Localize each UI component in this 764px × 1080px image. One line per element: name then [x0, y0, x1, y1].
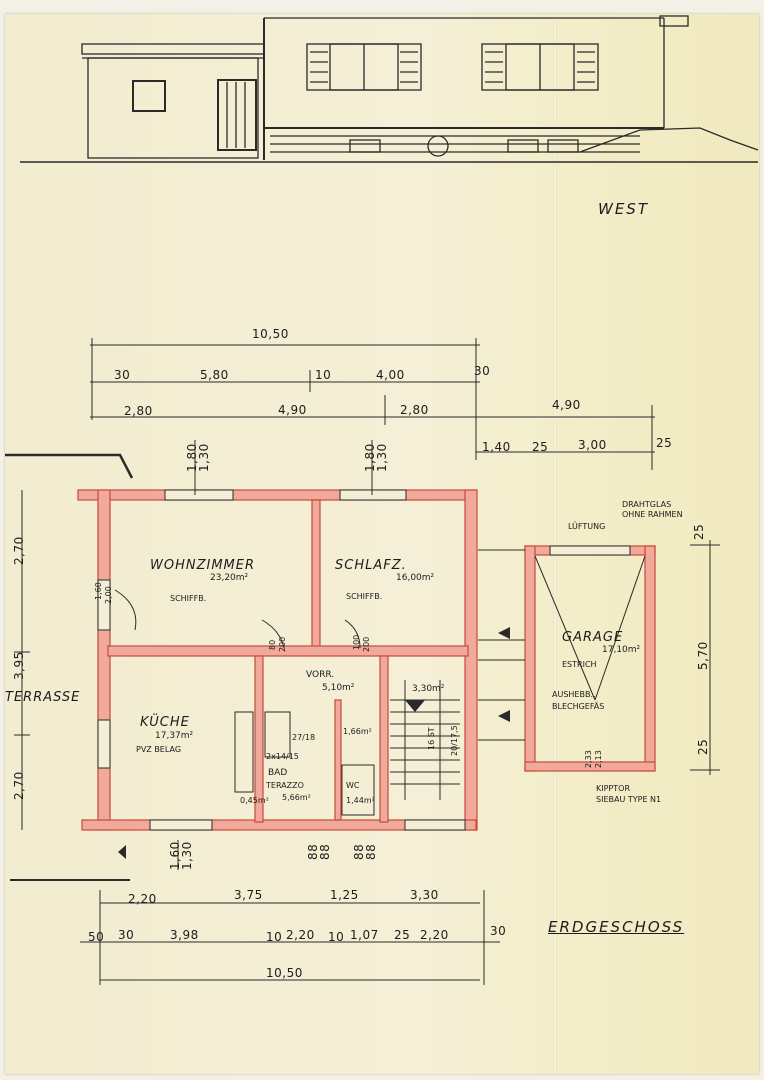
room-kueche-floor: PVZ BELAG — [136, 745, 182, 754]
dim-top-r2-4: 30 — [474, 364, 491, 378]
dim-bot-r2-2: 3,98 — [170, 928, 199, 942]
room-schlafz-floor: SCHIFFB. — [346, 592, 383, 601]
dim-garage-3: 25 — [656, 436, 673, 450]
note-draht: DRAHTGLAS — [622, 500, 672, 509]
direction-arrows — [118, 627, 510, 859]
note-small1: 27/18 — [292, 733, 316, 742]
dim-total-bottom: 10,50 — [266, 966, 303, 980]
dim-win-3: 1,30 — [375, 443, 389, 472]
room-wc-name: WC — [346, 781, 360, 790]
note-small2: 2x14/15 — [266, 752, 299, 761]
dim-bot-r2-3: 10 — [266, 930, 283, 944]
room-garage-floor: ESTRICH — [562, 660, 597, 669]
room-bad-floor: TERAZZO — [266, 781, 304, 790]
dim-top-r2-2: 10 — [315, 368, 332, 382]
dim-bot-win-5: 88 — [364, 843, 378, 860]
dim-win-1: 1,30 — [197, 443, 211, 472]
dimension-lines — [5, 338, 720, 985]
dim-bot-r1-1: 3,75 — [234, 888, 263, 902]
room-garage-name: GARAGE — [562, 630, 624, 645]
dim-left-0: 2,70 — [12, 536, 26, 565]
note-ohne: OHNE RAHMEN — [622, 510, 683, 519]
walls — [77, 489, 656, 831]
dim-top-r3-2: 2,80 — [400, 403, 429, 417]
note-small4: 1,44m² — [346, 796, 375, 805]
elevation-label: WEST — [598, 200, 649, 218]
note-small3: 0,45m² — [240, 796, 269, 805]
room-wohnzimmer-area: 23,20m² — [210, 573, 249, 583]
dim-top-r3-3: 4,90 — [552, 398, 581, 412]
dim-top-r3-0: 2,80 — [124, 404, 153, 418]
dim-bot-r2-5: 10 — [328, 930, 345, 944]
note-d4: 200 — [362, 636, 371, 652]
dim-bot-r2-9: 30 — [490, 924, 507, 938]
paper-fold — [553, 14, 557, 1074]
dim-right-1: 5,70 — [696, 641, 710, 670]
dim-bot-r2-7: 25 — [394, 928, 411, 942]
dim-bot-r1-2: 1,25 — [330, 888, 359, 902]
dim-top-r2-1: 5,80 — [200, 368, 229, 382]
room-garage-note2: BLECHGEFÄS — [552, 702, 605, 711]
room-garage-area: 17,10m² — [602, 645, 641, 655]
room-schlafz-area: 16,00m² — [396, 573, 435, 583]
dim-top-r3-1: 4,90 — [278, 403, 307, 417]
note-kipptor: KIPPTOR — [596, 784, 630, 793]
room-kueche-name: KÜCHE — [140, 715, 190, 730]
dim-bot-r2-8: 2,20 — [420, 928, 449, 942]
room-terrasse-name: TERRASSE — [5, 690, 81, 705]
dim-bot-r2-1: 30 — [118, 928, 135, 942]
dim-garage-0: 1,40 — [482, 440, 511, 454]
dim-bot-win-1: 1,30 — [180, 841, 194, 870]
dim-top-r2-0: 30 — [114, 368, 131, 382]
dim-bot-r1-3: 3,30 — [410, 888, 439, 902]
dim-garage-2: 3,00 — [578, 438, 607, 452]
note-stair2: 20/17,5 — [450, 725, 459, 756]
note-d8: 2,00 — [104, 586, 113, 604]
note-d7: 1,60 — [94, 582, 103, 600]
dim-top-r2-3: 4,00 — [376, 368, 405, 382]
note-d5: 2,33 — [584, 750, 593, 768]
room-stair-area: 3,30m² — [412, 684, 445, 694]
paper — [5, 14, 759, 1074]
dim-bot-win-3: 88 — [318, 843, 332, 860]
west-elevation — [20, 15, 759, 163]
dim-bot-r2-6: 1,07 — [350, 928, 379, 942]
room-wohnzimmer-floor: SCHIFFB. — [170, 594, 207, 603]
dim-left-2: 2,70 — [12, 771, 26, 800]
note-siebau: SIEBAU TYPE N1 — [596, 795, 662, 804]
note-d1: 80 — [268, 639, 277, 650]
note-d3: 100 — [352, 634, 361, 650]
room-garage-note1: AUSHEBB., — [552, 690, 596, 699]
dim-left-1: 3,95 — [12, 651, 26, 680]
note-stair: 16 ST — [427, 727, 436, 750]
room-wc-area: 1,66m² — [343, 727, 372, 736]
note-luftung: LÜFTUNG — [568, 522, 606, 531]
dim-total-top: 10,50 — [252, 327, 289, 341]
room-wohnzimmer-name: WOHNZIMMER — [150, 558, 256, 573]
room-vorr-name: VORR. — [306, 670, 335, 680]
note-d6: 2,13 — [594, 750, 603, 768]
dim-right-0: 25 — [692, 523, 706, 540]
windows — [97, 489, 631, 831]
floor-label: ERDGESCHOSS — [548, 918, 685, 936]
dim-right-2: 25 — [696, 738, 710, 755]
room-vorr-area: 5,10m² — [322, 683, 355, 693]
dim-bot-r1-0: 2,20 — [128, 892, 157, 906]
room-bad-area: 5,66m² — [282, 793, 311, 802]
room-kueche-area: 17,37m² — [155, 731, 194, 741]
dim-bot-r2-4: 2,20 — [286, 928, 315, 942]
dim-garage-1: 25 — [532, 440, 549, 454]
room-bad-name: BAD — [268, 768, 288, 778]
room-schlafz-name: SCHLAFZ. — [335, 558, 407, 573]
dim-bot-r2-0: 50 — [88, 930, 105, 944]
note-d2: 200 — [278, 636, 287, 652]
